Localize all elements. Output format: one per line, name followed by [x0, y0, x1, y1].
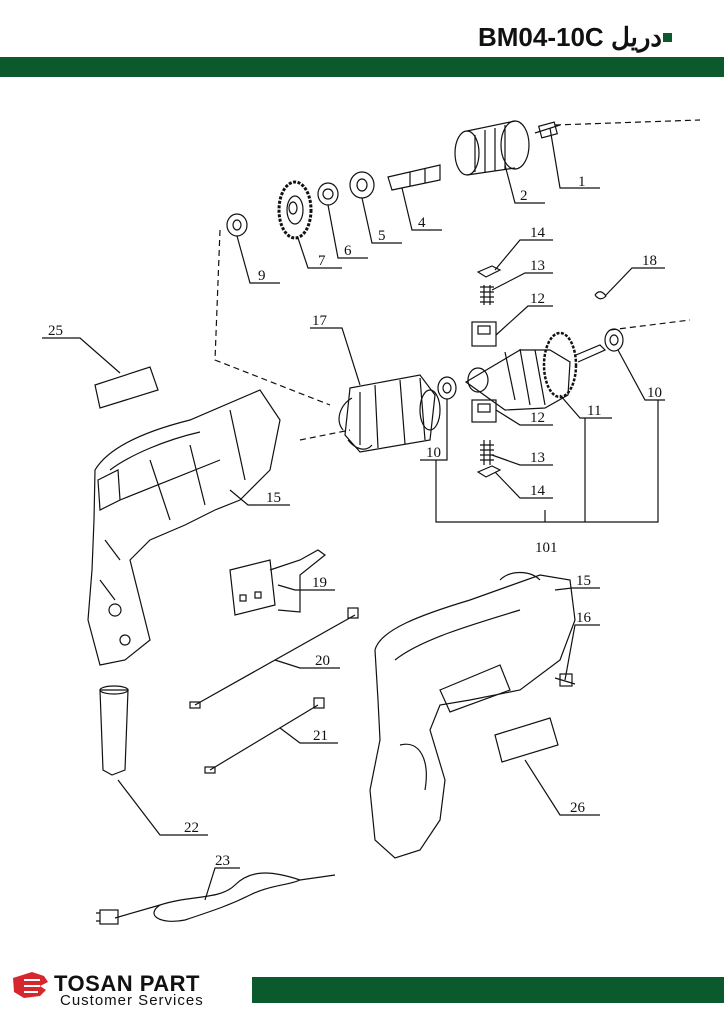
- page-title: BM04-10C دریل: [478, 22, 662, 52]
- part-label: 2: [520, 188, 528, 204]
- part-label: 25: [48, 323, 63, 339]
- part-22-cord-guard: [99, 685, 129, 776]
- part-label: 26: [570, 800, 586, 816]
- part-26-label: [494, 717, 559, 763]
- part-label: 15: [266, 490, 281, 506]
- part-6-ring: [317, 182, 339, 206]
- part-20-cable: [189, 607, 359, 709]
- part-label: 16: [576, 610, 592, 626]
- part-label: 19: [312, 575, 327, 591]
- part-label: 18: [642, 253, 657, 269]
- part-label: 6: [344, 243, 352, 259]
- brand-subtitle: Customer Services: [60, 992, 204, 1009]
- part-label: 12: [530, 291, 545, 307]
- part-4-spindle: [387, 164, 441, 191]
- part-label: 10: [647, 385, 662, 401]
- part-2-chuck: [454, 120, 530, 176]
- brand-logo: TOSAN PART Customer Services: [10, 968, 203, 1009]
- part-label: 23: [215, 853, 230, 869]
- part-label: 101: [535, 540, 558, 556]
- part-label: 22: [184, 820, 199, 836]
- part-1-screw: [534, 121, 561, 139]
- brand-name: TOSAN PART: [54, 971, 200, 996]
- part-label: 14: [530, 225, 546, 241]
- part-19-switch: [229, 549, 326, 616]
- part-15-assembled-drill: [369, 571, 576, 859]
- part-11-armature: [464, 331, 607, 411]
- brush-assembly-top: [471, 265, 502, 347]
- part-21-cable: [204, 697, 325, 774]
- part-10-bearing-rear: [604, 328, 624, 352]
- part-17-stator: [338, 374, 441, 453]
- part-label: 14: [530, 483, 546, 499]
- part-label: 20: [315, 653, 330, 669]
- part-label: 15: [576, 573, 591, 589]
- header-bar: [0, 57, 724, 77]
- part-25-label: [94, 366, 159, 409]
- part-label: 21: [313, 728, 328, 744]
- hand-logo-icon: [13, 972, 48, 998]
- part-23-power-cord: [96, 872, 336, 925]
- title-bullet: [663, 33, 672, 42]
- part-9-bearing: [226, 213, 248, 237]
- part-label: 10: [426, 445, 441, 461]
- part-label: 5: [378, 228, 386, 244]
- part-label: 12: [530, 410, 545, 426]
- part-label: 9: [258, 268, 266, 284]
- part-label: 11: [587, 403, 601, 419]
- part-label: 17: [312, 313, 328, 329]
- part-5-bearing: [349, 171, 375, 199]
- part-label: 13: [530, 450, 545, 466]
- part-18-clip: [594, 291, 607, 300]
- part-7-gear: [277, 180, 313, 240]
- part-label: 1: [578, 174, 586, 190]
- part-15-housing-half: [87, 389, 281, 666]
- part-label: 7: [318, 253, 326, 269]
- part-label: 13: [530, 258, 545, 274]
- part-10-bearing-front: [437, 376, 457, 400]
- footer-bar: [252, 977, 724, 1003]
- brush-assembly-bottom: [471, 399, 502, 478]
- part-label: 4: [418, 215, 426, 231]
